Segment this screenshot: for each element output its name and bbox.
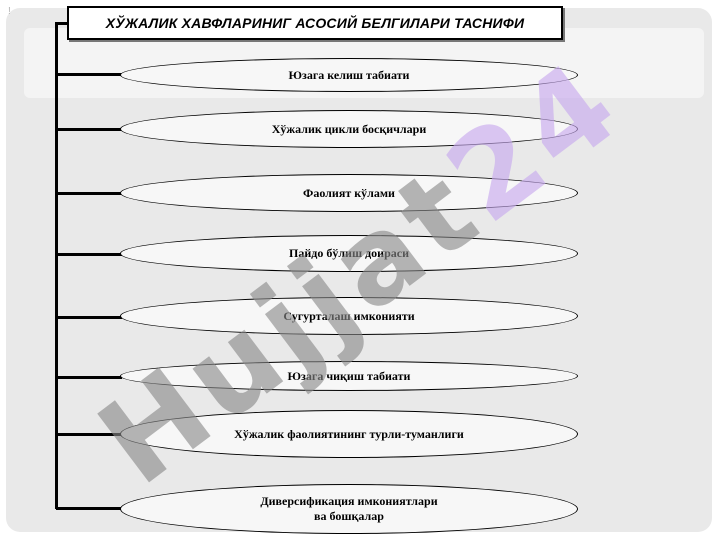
connector-top-stub (55, 22, 69, 25)
diagram-title: ХЎЖАЛИК ХАВФЛАРИНИГ АСОСИЙ БЕЛГИЛАРИ ТАС… (105, 15, 525, 31)
category-oval-8: Диверсификация имкониятлари ва бошқалар (120, 484, 578, 534)
category-label-1: Юзага келиш табиати (288, 67, 410, 82)
category-label-3: Фаолият кўлами (303, 185, 395, 200)
connector-branch-8 (56, 507, 122, 510)
category-oval-3: Фаолият кўлами (120, 174, 578, 212)
category-oval-2: Хўжалик цикли босқичлари (120, 110, 578, 148)
category-oval-1: Юзага келиш табиати (120, 58, 578, 92)
diagram-title-box: ХЎЖАЛИК ХАВФЛАРИНИГ АСОСИЙ БЕЛГИЛАРИ ТАС… (67, 6, 563, 40)
connector-branch-4 (56, 253, 122, 256)
connector-branch-1 (56, 73, 122, 76)
connector-trunk (55, 22, 58, 509)
category-label-5: Сугурталаш имконияти (283, 308, 415, 323)
category-label-8: Диверсификация имкониятлари (260, 494, 438, 508)
connector-branch-6 (56, 376, 122, 379)
corner-mark: ! (8, 6, 11, 17)
category-label-6: Юзага чиқиш табиати (287, 368, 411, 383)
connector-branch-3 (56, 192, 122, 195)
connector-branch-2 (56, 128, 122, 131)
category-oval-7: Хўжалик фаолиятининг турли-туманлиги (120, 410, 578, 458)
category-oval-6: Юзага чиқиш табиати (120, 361, 578, 391)
category-label-2: Хўжалик цикли босқичлари (271, 121, 427, 136)
category-label-8-line2: ва бошқалар (314, 509, 384, 523)
category-label-7: Хўжалик фаолиятининг турли-туманлиги (234, 426, 464, 441)
category-oval-5: Сугурталаш имконияти (120, 297, 578, 335)
category-oval-4: Пайдо бўлиш доираси (120, 235, 578, 272)
connector-branch-7 (56, 433, 122, 436)
category-label-4: Пайдо бўлиш доираси (289, 246, 409, 260)
connector-branch-5 (56, 316, 122, 319)
